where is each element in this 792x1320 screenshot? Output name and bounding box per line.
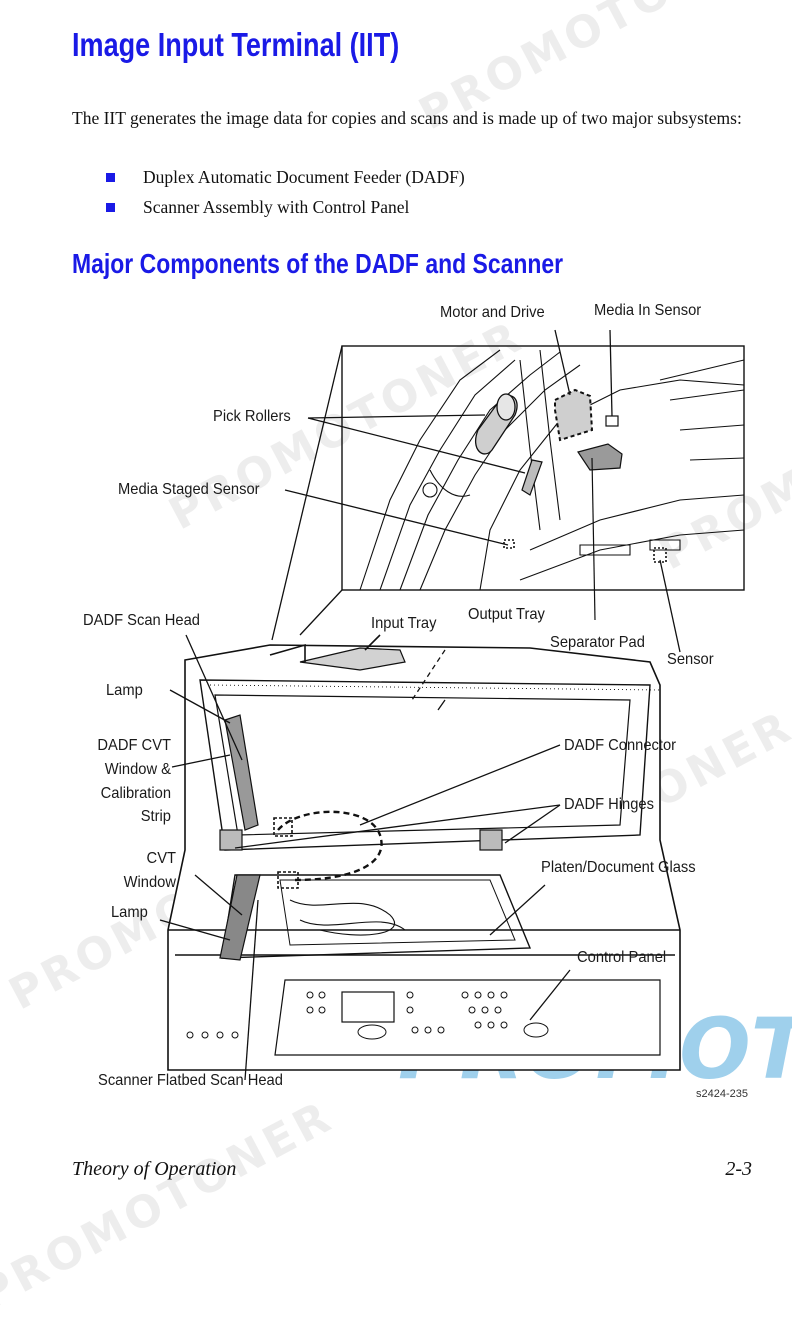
inset-feeder-mechanism — [359, 349, 745, 591]
label-cvt-line2: Window — [123, 874, 176, 891]
control-panel-display — [341, 991, 395, 1023]
small-roller — [521, 459, 543, 496]
detail-inset-frame — [341, 345, 745, 591]
component-drawing — [159, 329, 745, 1081]
label-cvt-window-line3: Calibration — [100, 785, 171, 802]
label-flatbed-scan-head: Scanner Flatbed Scan Head — [98, 1072, 283, 1089]
label-cvt-window-line2: Window & — [104, 761, 171, 778]
label-pick-rollers: Pick Rollers — [213, 408, 291, 425]
motor-drive-part — [554, 388, 594, 442]
section-heading: Major Components of the DADF and Scanner — [72, 248, 564, 279]
label-platen-glass: Platen/Document Glass — [541, 859, 696, 876]
subsystem-list: Duplex Automatic Document Feeder (DADF) … — [106, 162, 465, 222]
inset-leader-left — [271, 345, 343, 641]
media-in-sensor-part — [605, 415, 619, 427]
label-control-panel: Control Panel — [577, 949, 667, 966]
label-sensor: Sensor — [667, 651, 714, 668]
inset-leader-right — [299, 589, 343, 636]
connector-block-2 — [277, 871, 299, 889]
label-dadf-hinges: DADF Hinges — [564, 796, 654, 813]
dadf-cvt-strip — [224, 714, 259, 831]
label-output-tray: Output Tray — [468, 606, 545, 623]
separator-pad-part — [577, 443, 623, 471]
input-tray-shape — [299, 647, 406, 671]
dadf-connector-cable — [277, 810, 383, 882]
label-dadf-scan-head: DADF Scan Head — [83, 612, 200, 629]
label-input-tray: Input Tray — [371, 615, 437, 632]
control-panel-buttons — [186, 991, 549, 1040]
watermark-6: PROMOTONER — [0, 1090, 342, 1320]
list-item: Duplex Automatic Document Feeder (DADF) — [106, 162, 465, 192]
label-media-staged-sensor: Media Staged Sensor — [118, 481, 260, 498]
list-item: Scanner Assembly with Control Panel — [106, 192, 465, 222]
label-cvt-line1: CVT — [146, 850, 176, 867]
control-panel-shape — [274, 979, 661, 1056]
pick-roller — [475, 393, 518, 455]
page-title: Image Input Terminal (IIT) — [72, 26, 400, 63]
callout-lines — [159, 329, 681, 1081]
list-item-text: Duplex Automatic Document Feeder (DADF) — [143, 167, 465, 187]
label-cvt-window-line4: Strip — [140, 808, 171, 825]
figure-id: s2424-235 — [696, 1088, 748, 1100]
label-lamp-bottom: Lamp — [111, 904, 148, 921]
label-separator-pad: Separator Pad — [550, 634, 645, 651]
label-lamp-top: Lamp — [106, 682, 143, 699]
label-media-in-sensor: Media In Sensor — [594, 302, 702, 319]
square-bullet-icon — [106, 202, 115, 212]
label-dadf-connector: DADF Connector — [564, 737, 677, 754]
square-bullet-icon — [106, 172, 115, 182]
dadf-scanner-figure: Motor and Drive Media In Sensor Pick Rol… — [60, 290, 760, 1110]
footer-page-number: 2-3 — [725, 1158, 752, 1180]
hinge-left — [219, 829, 243, 851]
label-motor-drive: Motor and Drive — [440, 304, 545, 321]
hinge-right — [479, 829, 503, 851]
connector-block — [273, 817, 293, 837]
intro-paragraph: The IIT generates the image data for cop… — [72, 108, 742, 128]
list-item-text: Scanner Assembly with Control Panel — [143, 197, 410, 217]
footer-section-title: Theory of Operation — [72, 1158, 237, 1180]
label-cvt-window-line1: DADF CVT — [97, 737, 171, 754]
cvt-window-shape — [219, 874, 261, 961]
scanner-body — [167, 634, 681, 1071]
